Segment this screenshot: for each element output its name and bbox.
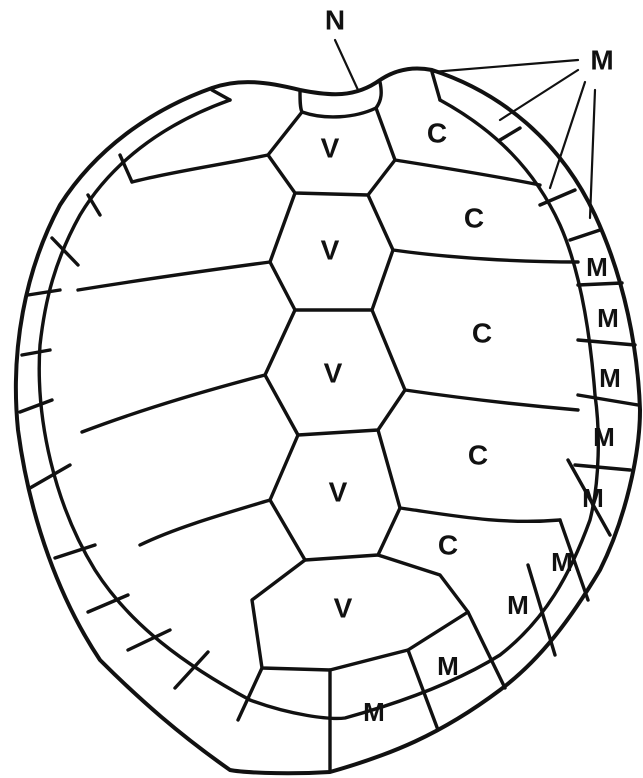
costal-label-1: C: [427, 118, 447, 149]
marginal-seam: [578, 283, 622, 285]
marginal-label-4: M: [593, 422, 615, 452]
marginal-label-9: M: [363, 697, 385, 727]
vertebral-label-2: V: [321, 235, 340, 266]
marginal-label-6: M: [551, 547, 573, 577]
marginal-label-7: M: [507, 590, 529, 620]
vertebral-label-4: V: [329, 477, 348, 508]
marginal-label-5: M: [582, 483, 604, 513]
marginal-leader-line: [432, 60, 578, 72]
marginal-label-1: M: [586, 252, 608, 282]
costal-label-4: C: [468, 440, 488, 471]
marginal-leader-line: [590, 90, 595, 218]
marginal-label-2: M: [597, 303, 619, 333]
costal-label-5: C: [438, 530, 458, 561]
costal-label-2: C: [464, 203, 484, 234]
marginal-callout-label: M: [590, 45, 613, 76]
vertebral-label-1: V: [321, 133, 340, 164]
marginal-label-3: M: [599, 363, 621, 393]
vertebral-label-3: V: [324, 358, 343, 389]
vertebral-label-5: V: [334, 593, 353, 624]
nuchal-label: N: [325, 5, 345, 36]
marginal-leader-line: [500, 70, 578, 120]
nuchal-leader-line: [335, 40, 358, 90]
costal-label-3: C: [472, 318, 492, 349]
marginal-label-8: M: [437, 651, 459, 681]
